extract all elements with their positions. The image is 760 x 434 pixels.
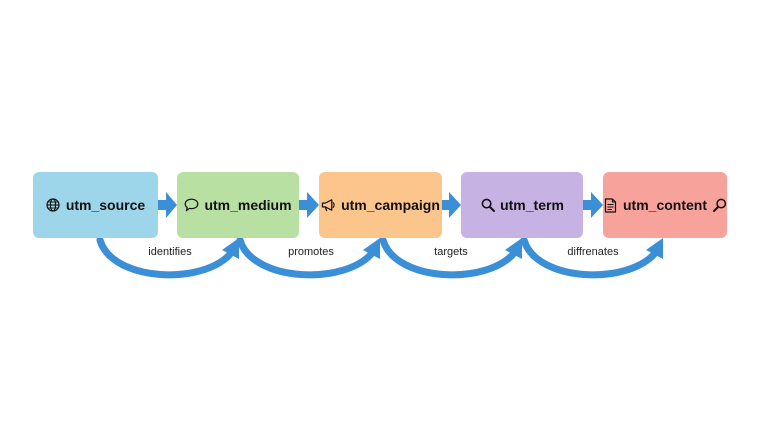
utm-term-node: utm_term: [461, 172, 583, 238]
edge-label: identifies: [148, 246, 192, 258]
globe-icon: [46, 198, 61, 213]
curved-arrow: [96, 236, 239, 279]
node-label: utm_term: [500, 197, 564, 213]
straight-arrow: [299, 192, 319, 218]
utm-source-node: utm_source: [33, 172, 158, 238]
curved-arrow: [236, 236, 380, 279]
node-label: utm_campaign: [341, 197, 440, 213]
megaphone-icon: [321, 198, 336, 213]
curved-arrow: [379, 236, 522, 279]
straight-arrow: [442, 192, 461, 218]
edge-label: diffrenates: [567, 246, 619, 258]
curved-arrow: [520, 236, 663, 279]
node-label: utm_medium: [204, 197, 292, 213]
utm-content-node: utm_content: [603, 172, 727, 238]
magnifier-icon: [480, 198, 495, 213]
node-label: utm_content: [623, 197, 707, 213]
node-label: utm_source: [65, 197, 146, 213]
straight-arrow: [158, 192, 177, 218]
utm-medium-node: utm_medium: [177, 172, 299, 238]
straight-arrow: [583, 192, 603, 218]
document-icon: [603, 197, 618, 213]
edge-label: targets: [434, 246, 468, 258]
speech-bubble-icon: [184, 198, 199, 213]
edge-label: promotes: [288, 246, 334, 258]
magnifier-icon: [712, 198, 727, 213]
utm-campaign-node: utm_campaign: [319, 172, 442, 238]
